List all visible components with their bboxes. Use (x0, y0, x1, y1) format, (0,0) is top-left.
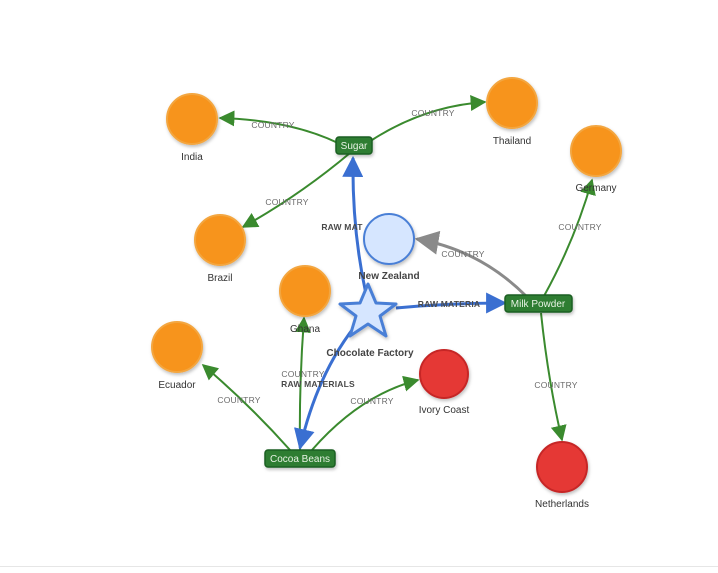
edge-label-milk-netherlands: COUNTRY (534, 380, 577, 390)
edge-label-sugar-thailand: COUNTRY (411, 108, 454, 118)
edge-labels: COUNTRY COUNTRY COUNTRY RAW MAT COUNTRY … (217, 108, 601, 406)
edge-label-factory-cocoa: RAW MATERIALS (281, 379, 355, 389)
node-sugar[interactable]: Sugar (335, 136, 373, 155)
node-milk-powder[interactable]: Milk Powder (504, 294, 573, 313)
node-label-new-zealand: New Zealand (358, 271, 419, 282)
edge-label-factory-milk: RAW MATERIA (418, 299, 480, 309)
category-nodes: Sugar Milk Powder Cocoa Beans (264, 136, 573, 468)
node-label-ivory-coast: Ivory Coast (419, 405, 470, 416)
edge-milk-newzealand[interactable] (414, 230, 528, 298)
edge-milk-netherlands[interactable] (540, 312, 567, 442)
edge-sugar-india[interactable] (218, 110, 339, 144)
node-label-sugar: Sugar (341, 141, 368, 152)
edge-sugar-thailand[interactable] (371, 94, 487, 141)
node-label-india: India (181, 152, 203, 163)
node-label-chocolate-factory: Chocolate Factory (326, 348, 414, 359)
edge-factory-milk[interactable] (395, 292, 508, 314)
node-ghana[interactable]: Ghana (279, 265, 331, 335)
edge-cocoa-ecuador[interactable] (201, 363, 291, 451)
node-india[interactable]: India (166, 93, 218, 163)
node-label-netherlands: Netherlands (535, 499, 589, 510)
node-ivory-coast[interactable]: Ivory Coast (419, 349, 470, 416)
edge-label-cocoa-ecuador: COUNTRY (217, 395, 260, 405)
edge-factory-sugar[interactable] (342, 155, 368, 295)
edge-milk-germany[interactable] (543, 178, 596, 297)
node-label-thailand: Thailand (493, 136, 531, 147)
node-label-milk-powder: Milk Powder (511, 299, 566, 310)
node-cocoa-beans[interactable]: Cocoa Beans (264, 449, 336, 468)
edge-label-milk-germany: COUNTRY (558, 222, 601, 232)
edge-label-sugar-india: COUNTRY (251, 120, 294, 130)
node-label-cocoa-beans: Cocoa Beans (270, 454, 330, 465)
node-label-ecuador: Ecuador (158, 380, 196, 391)
edge-label-cocoa-ivorycoast: COUNTRY (350, 396, 393, 406)
star-icon (338, 282, 398, 338)
node-label-ghana: Ghana (290, 324, 320, 335)
edge-label-milk-newzealand: COUNTRY (441, 249, 484, 259)
node-brazil[interactable]: Brazil (194, 214, 246, 284)
edge-label-sugar-brazil: COUNTRY (265, 197, 308, 207)
bottom-divider (0, 566, 718, 567)
edge-label-factory-sugar: RAW MAT (321, 222, 363, 232)
node-netherlands[interactable]: Netherlands (535, 441, 589, 510)
node-chocolate-factory[interactable]: Chocolate Factory (326, 282, 414, 359)
edge-label-cocoa-ghana: COUNTRY (281, 369, 324, 379)
node-new-zealand[interactable]: New Zealand (358, 213, 420, 282)
node-ecuador[interactable]: Ecuador (151, 321, 203, 391)
node-germany[interactable]: Germany (570, 125, 622, 194)
node-label-germany: Germany (575, 183, 616, 194)
edge-cocoa-ivorycoast[interactable] (311, 375, 420, 451)
node-thailand[interactable]: Thailand (486, 77, 538, 147)
edge-sugar-brazil[interactable] (241, 152, 351, 228)
node-label-brazil: Brazil (207, 273, 232, 284)
country-nodes: India Thailand Germany Brazil Ghana Ecua… (151, 77, 622, 510)
